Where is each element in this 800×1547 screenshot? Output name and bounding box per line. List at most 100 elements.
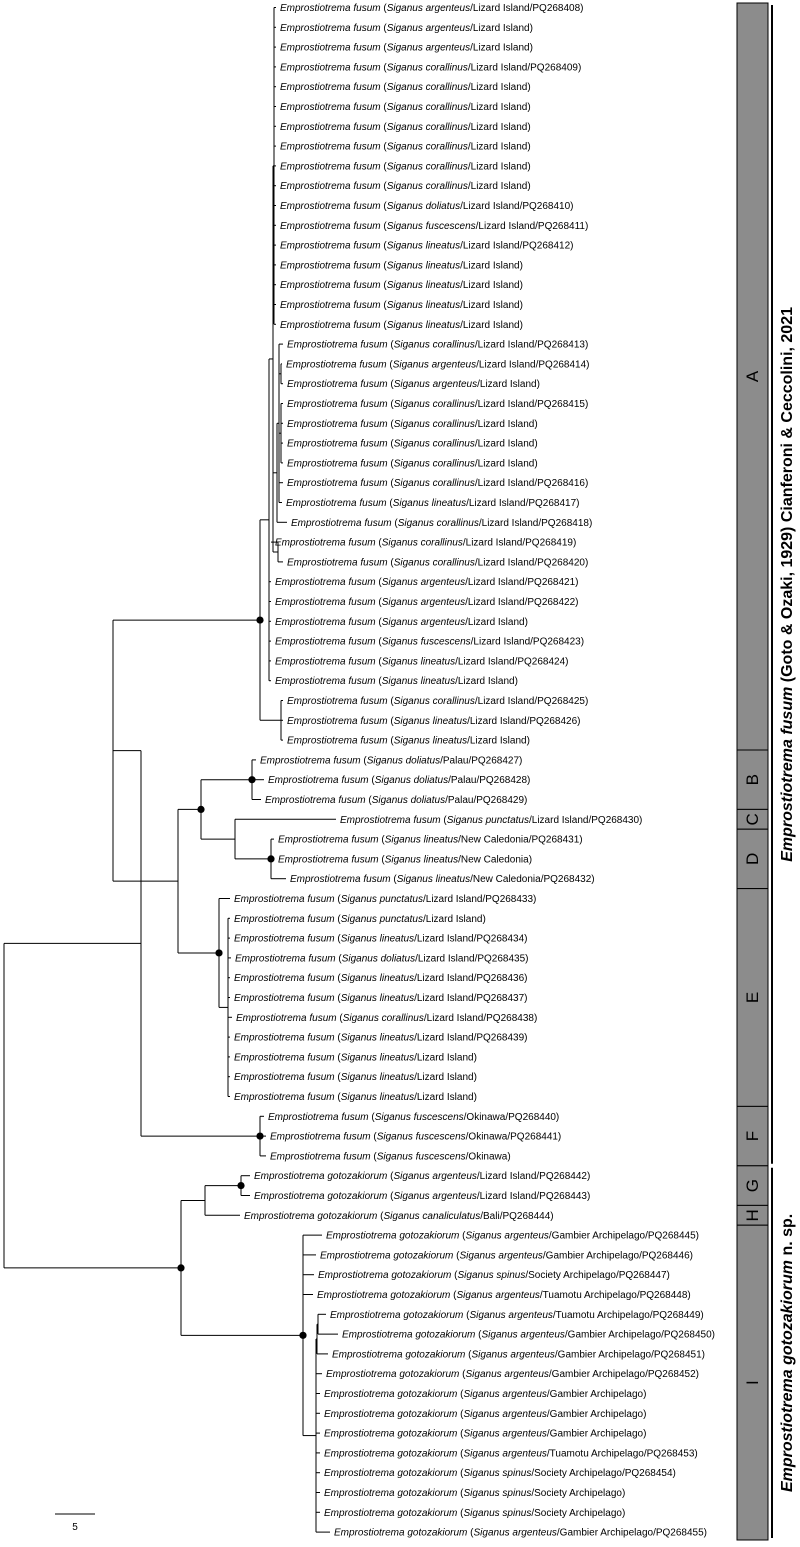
taxon-locality: /Lizard Island)	[475, 439, 538, 450]
taxon-parasite: Emprostiotrema gotozakiorum	[326, 1231, 459, 1242]
taxon-label: Emprostiotrema fusum (Siganus corallinus…	[280, 82, 531, 93]
taxon-locality: /Lizard Island/PQ268436)	[414, 973, 527, 984]
taxon-label: Emprostiotrema fusum (Siganus lineatus/L…	[287, 716, 581, 727]
taxon-locality: /Lizard Island)	[468, 102, 531, 113]
clade-label: G	[743, 1179, 762, 1192]
taxon-host: Siganus punctatus	[341, 894, 423, 905]
taxon-host: Siganus argenteus	[466, 1369, 549, 1380]
taxon-host: Siganus corallinus	[387, 62, 468, 73]
taxon-paren: (	[457, 1488, 464, 1499]
taxon-locality: /Lizard Island)	[460, 300, 523, 311]
taxon-parasite: Emprostiotrema fusum	[268, 1112, 369, 1123]
taxon-locality: /Society Archipelago)	[531, 1508, 625, 1519]
taxon-locality: /Society Archipelago/PQ268454)	[531, 1468, 676, 1479]
taxon-host: Siganus lineatus	[341, 934, 414, 945]
taxon-host: Siganus argenteus	[482, 1330, 565, 1341]
taxon-host: Siganus corallinus	[387, 122, 468, 133]
taxon-paren: (	[335, 1092, 342, 1103]
taxon-parasite: Emprostiotrema fusum	[280, 181, 381, 192]
taxon-parasite: Emprostiotrema gotozakiorum	[324, 1389, 457, 1400]
taxon-host: Siganus lineatus	[387, 300, 460, 311]
taxon-label: Emprostiotrema gotozakiorum (Siganus can…	[244, 1211, 554, 1222]
taxon-parasite: Emprostiotrema fusum	[280, 102, 381, 113]
taxon-paren: (	[388, 399, 395, 410]
taxon-parasite: Emprostiotrema gotozakiorum	[332, 1349, 465, 1360]
taxon-locality: /Lizard Island)	[414, 1052, 477, 1063]
taxon-parasite: Emprostiotrema fusum	[280, 221, 381, 232]
taxon-parasite: Emprostiotrema fusum	[280, 62, 381, 73]
taxon-locality: /Lizard Island)	[470, 23, 533, 34]
taxon-locality: /Lizard Island/PQ268410)	[460, 201, 573, 212]
clade-bar	[736, 1165, 769, 1206]
taxon-label: Emprostiotrema gotozakiorum (Siganus arg…	[324, 1409, 646, 1420]
taxon-locality: /Lizard Island/PQ268433)	[423, 894, 536, 905]
taxon-label: Emprostiotrema fusum (Siganus argenteus/…	[286, 359, 590, 370]
taxon-label: Emprostiotrema fusum (Siganus punctatus/…	[340, 815, 642, 826]
taxon-host: Siganus corallinus	[398, 518, 479, 529]
taxon-paren: (	[335, 1033, 342, 1044]
taxon-locality: /Lizard Island/PQ268430)	[529, 815, 642, 826]
taxon-parasite: Emprostiotrema fusum	[287, 736, 388, 747]
taxon-label: Emprostiotrema fusum (Siganus argenteus/…	[275, 597, 579, 608]
taxon-parasite: Emprostiotrema fusum	[275, 617, 376, 628]
taxon-locality: /Gambier Archipelago/PQ268455)	[557, 1528, 707, 1539]
taxon-host: Siganus argenteus	[464, 1409, 547, 1420]
taxon-locality: /Lizard Island/PQ268437)	[414, 993, 527, 1004]
taxon-paren: (	[381, 62, 388, 73]
taxon-host: Siganus argenteus	[470, 1310, 553, 1321]
taxon-paren: (	[361, 755, 368, 766]
taxon-host: Siganus corallinus	[394, 696, 475, 707]
taxon-locality: /Lizard Island/PQ268420)	[475, 557, 588, 568]
clade-bar	[736, 888, 769, 1107]
taxon-label: Emprostiotrema fusum (Siganus doliatus/L…	[280, 201, 574, 212]
species-binomial: Emprostiotrema fusum	[779, 682, 796, 862]
clade-bar	[736, 1224, 769, 1541]
taxon-paren: (	[376, 656, 383, 667]
taxon-parasite: Emprostiotrema fusum	[280, 23, 381, 34]
taxon-host: Siganus corallinus	[387, 181, 468, 192]
taxon-host: Siganus lineatus	[397, 874, 470, 885]
taxon-parasite: Emprostiotrema fusum	[287, 379, 388, 390]
taxon-parasite: Emprostiotrema gotozakiorum	[324, 1468, 457, 1479]
taxon-paren: (	[441, 815, 448, 826]
taxon-parasite: Emprostiotrema gotozakiorum	[326, 1369, 459, 1380]
taxon-label: Emprostiotrema fusum (Siganus doliatus/P…	[260, 755, 522, 766]
taxon-parasite: Emprostiotrema fusum	[280, 280, 381, 291]
taxon-host: Siganus corallinus	[387, 102, 468, 113]
taxon-host: Siganus corallinus	[394, 439, 475, 450]
taxon-label: Emprostiotrema fusum (Siganus lineatus/L…	[280, 320, 523, 331]
taxon-parasite: Emprostiotrema fusum	[234, 1072, 335, 1083]
taxon-host: Siganus argenteus	[382, 597, 465, 608]
taxon-paren: (	[371, 1151, 378, 1162]
taxon-paren: (	[337, 1013, 344, 1024]
taxon-paren: (	[335, 973, 342, 984]
taxon-paren: (	[388, 478, 395, 489]
taxon-host: Siganus spinus	[458, 1270, 526, 1281]
taxon-locality: /Lizard Island/PQ268443)	[477, 1191, 590, 1202]
taxon-label: Emprostiotrema gotozakiorum (Siganus arg…	[330, 1310, 704, 1321]
taxon-label: Emprostiotrema fusum (Siganus lineatus/L…	[234, 993, 528, 1004]
taxon-host: Siganus argenteus	[382, 617, 465, 628]
taxon-parasite: Emprostiotrema gotozakiorum	[318, 1270, 451, 1281]
taxon-locality: /Lizard Island)	[460, 260, 523, 271]
taxon-paren: (	[381, 201, 388, 212]
taxon-paren: (	[381, 43, 388, 54]
taxon-paren: (	[376, 538, 383, 549]
taxon-label: Emprostiotrema fusum (Siganus lineatus/N…	[278, 835, 583, 846]
taxon-parasite: Emprostiotrema fusum	[287, 399, 388, 410]
taxon-host: Siganus argenteus	[387, 43, 470, 54]
taxon-host: Siganus argenteus	[474, 1528, 557, 1539]
taxon-locality: /New Caledonia)	[458, 854, 532, 865]
taxon-label: Emprostiotrema fusum (Siganus doliatus/L…	[235, 953, 529, 964]
taxon-paren: (	[457, 1389, 464, 1400]
taxon-host: Siganus lineatus	[382, 656, 455, 667]
taxon-host: Siganus argenteus	[464, 1429, 547, 1440]
taxon-label: Emprostiotrema fusum (Siganus corallinus…	[287, 399, 588, 410]
taxon-locality: /Lizard Island)	[470, 43, 533, 54]
taxon-paren: (	[335, 914, 342, 925]
taxon-locality: /Society Archipelago)	[531, 1488, 625, 1499]
taxon-paren: (	[379, 854, 386, 865]
taxon-paren: (	[388, 736, 395, 747]
taxon-host: Siganus corallinus	[394, 419, 475, 430]
taxon-host: Siganus argenteus	[472, 1349, 555, 1360]
